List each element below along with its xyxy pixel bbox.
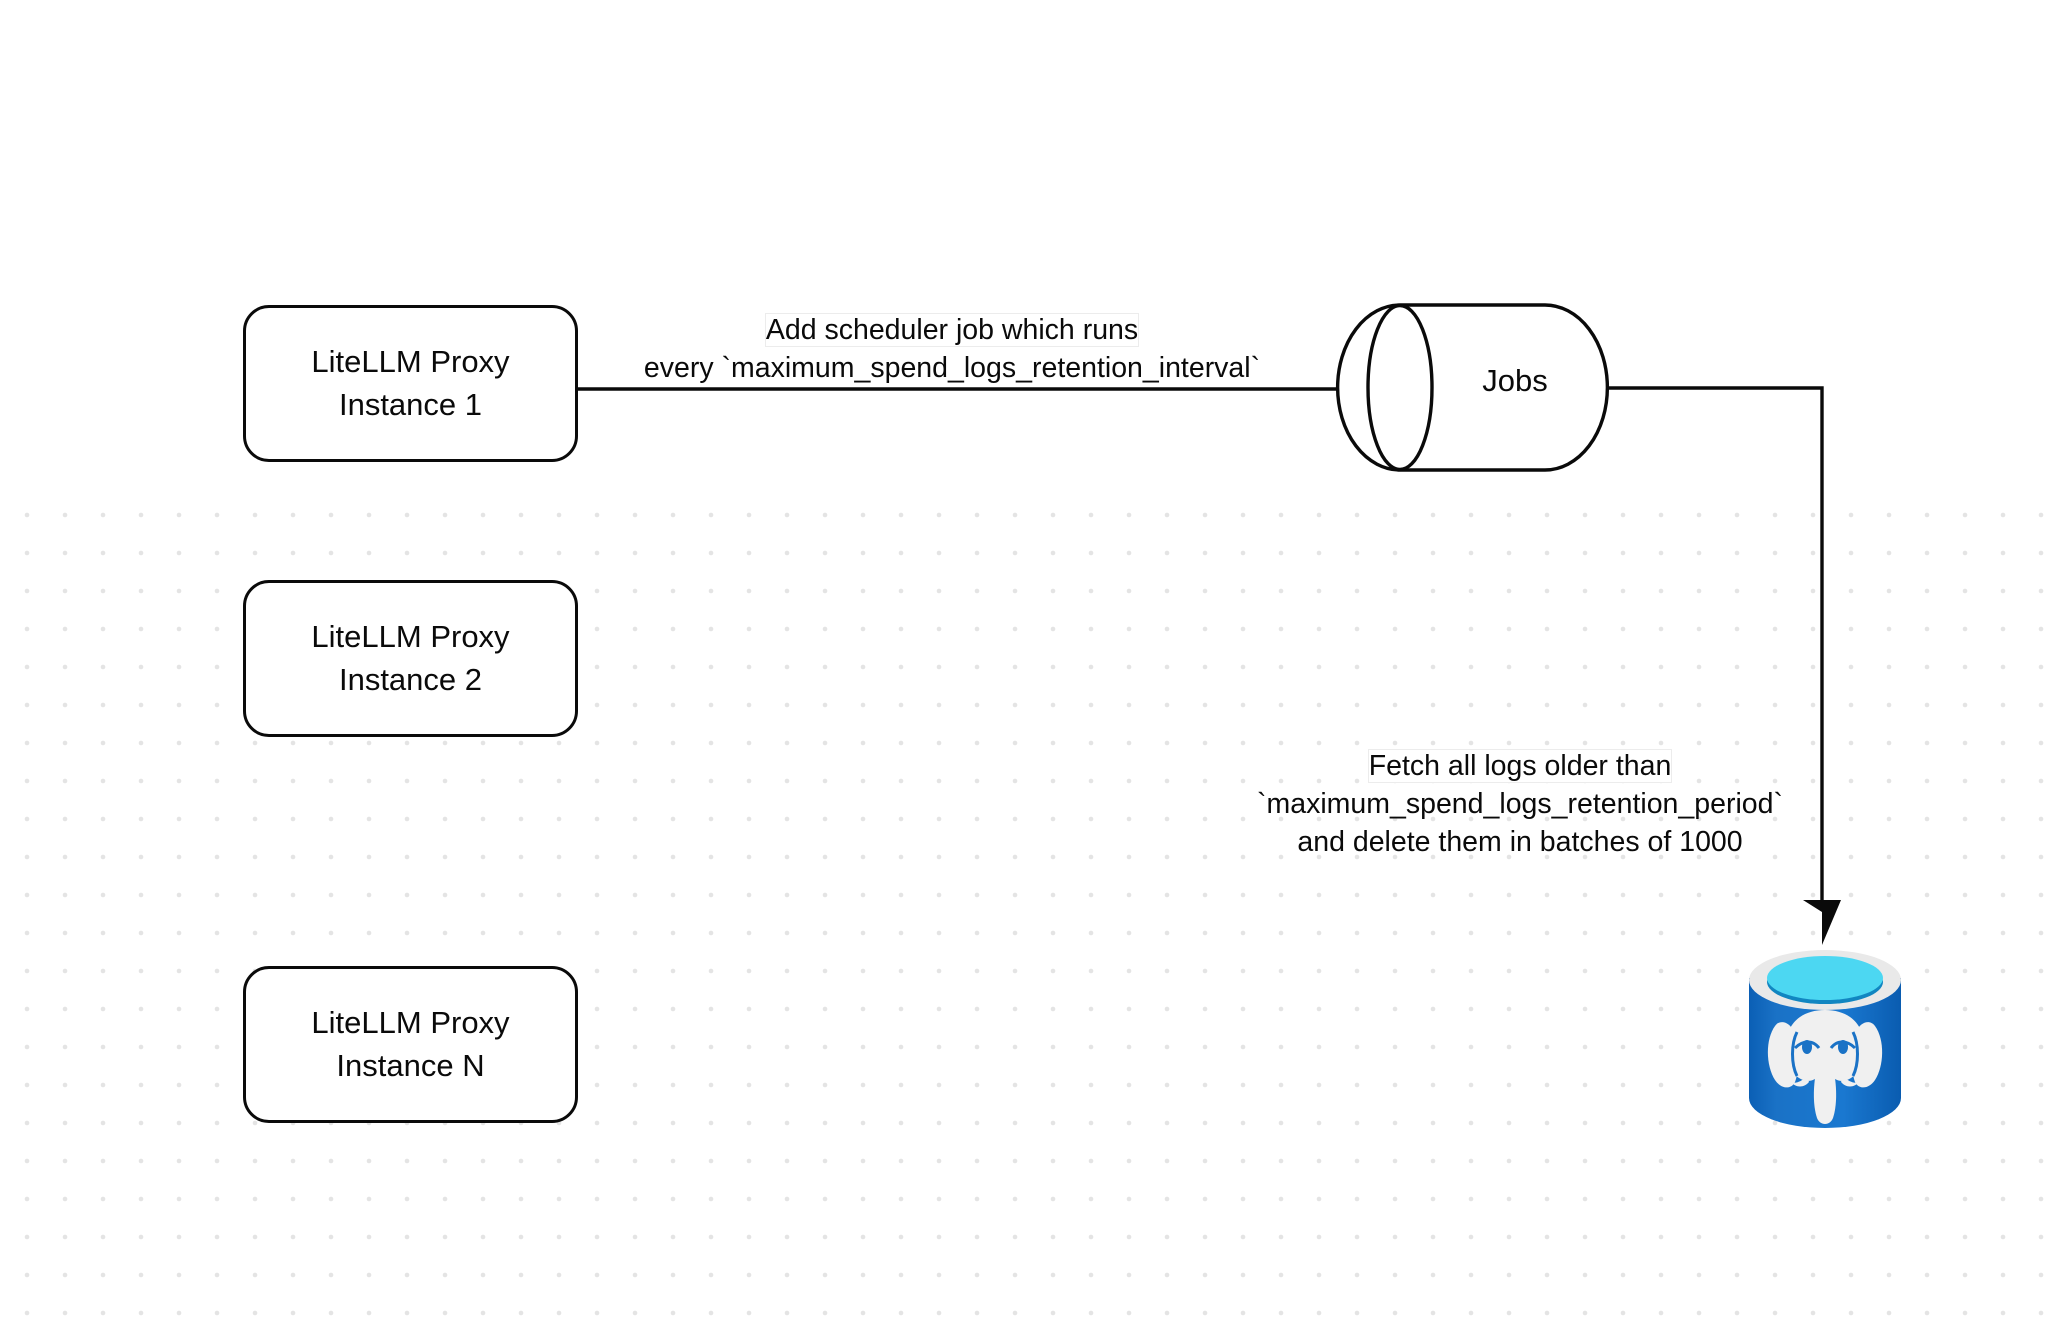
postgresql-database-icon	[1749, 950, 1901, 1128]
node-label-line1: LiteLLM Proxy	[311, 1005, 510, 1041]
node-litellm-proxy-instance-n[interactable]: LiteLLM Proxy Instance N	[243, 966, 578, 1123]
node-label-line1: LiteLLM Proxy	[311, 344, 510, 380]
elephant-icon	[1767, 1010, 1883, 1124]
node-label-line2: Instance 1	[338, 386, 483, 422]
node-label-line2: Instance N	[336, 1047, 485, 1083]
elephant-outline	[1791, 1031, 1859, 1077]
edge-label-scheduler: Add scheduler job which runs every `maxi…	[602, 312, 1302, 388]
node-label-line1: LiteLLM Proxy	[311, 619, 510, 655]
edge-label-line-1: Fetch all logs older than	[1368, 750, 1672, 782]
edge-fetch-delete-connector	[1607, 386, 1841, 945]
edge-label-line-3: and delete them in batches of 1000	[1297, 825, 1743, 858]
edge-label-line-1: Add scheduler job which runs	[765, 314, 1139, 346]
edge-label-fetch-delete: Fetch all logs older than `maximum_spend…	[1230, 748, 1810, 862]
node-litellm-proxy-instance-1[interactable]: LiteLLM Proxy Instance 1	[243, 305, 578, 462]
node-jobs-label: Jobs	[1482, 363, 1548, 398]
jobs-cylinder-shape	[1335, 303, 1610, 472]
edge-label-line-2: `maximum_spend_logs_retention_period`	[1257, 787, 1783, 820]
arrowhead-down-icon	[1803, 900, 1841, 945]
node-litellm-proxy-instance-2[interactable]: LiteLLM Proxy Instance 2	[243, 580, 578, 737]
node-label-line2: Instance 2	[338, 661, 483, 697]
edge-label-line-2: every `maximum_spend_logs_retention_inte…	[643, 351, 1261, 384]
db-opening-fill	[1767, 956, 1883, 1000]
